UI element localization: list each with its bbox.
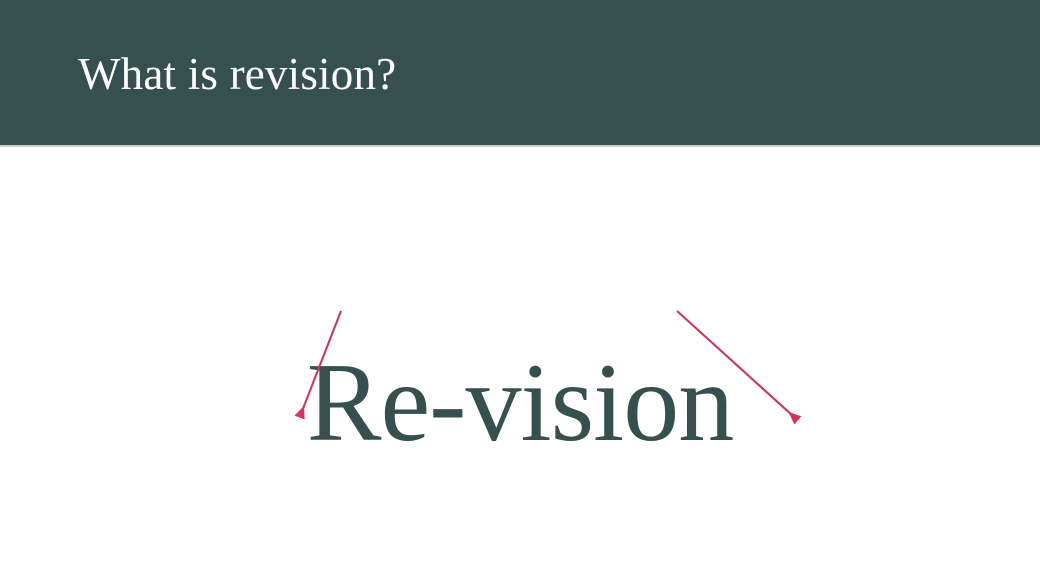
headword-revision: Re-vision	[306, 341, 735, 465]
slide-header-bar	[0, 0, 1040, 145]
header-divider-rule	[0, 145, 1040, 147]
slide-body: Re-vision Again See	[0, 147, 1040, 582]
page-title: What is revision?	[78, 49, 397, 99]
